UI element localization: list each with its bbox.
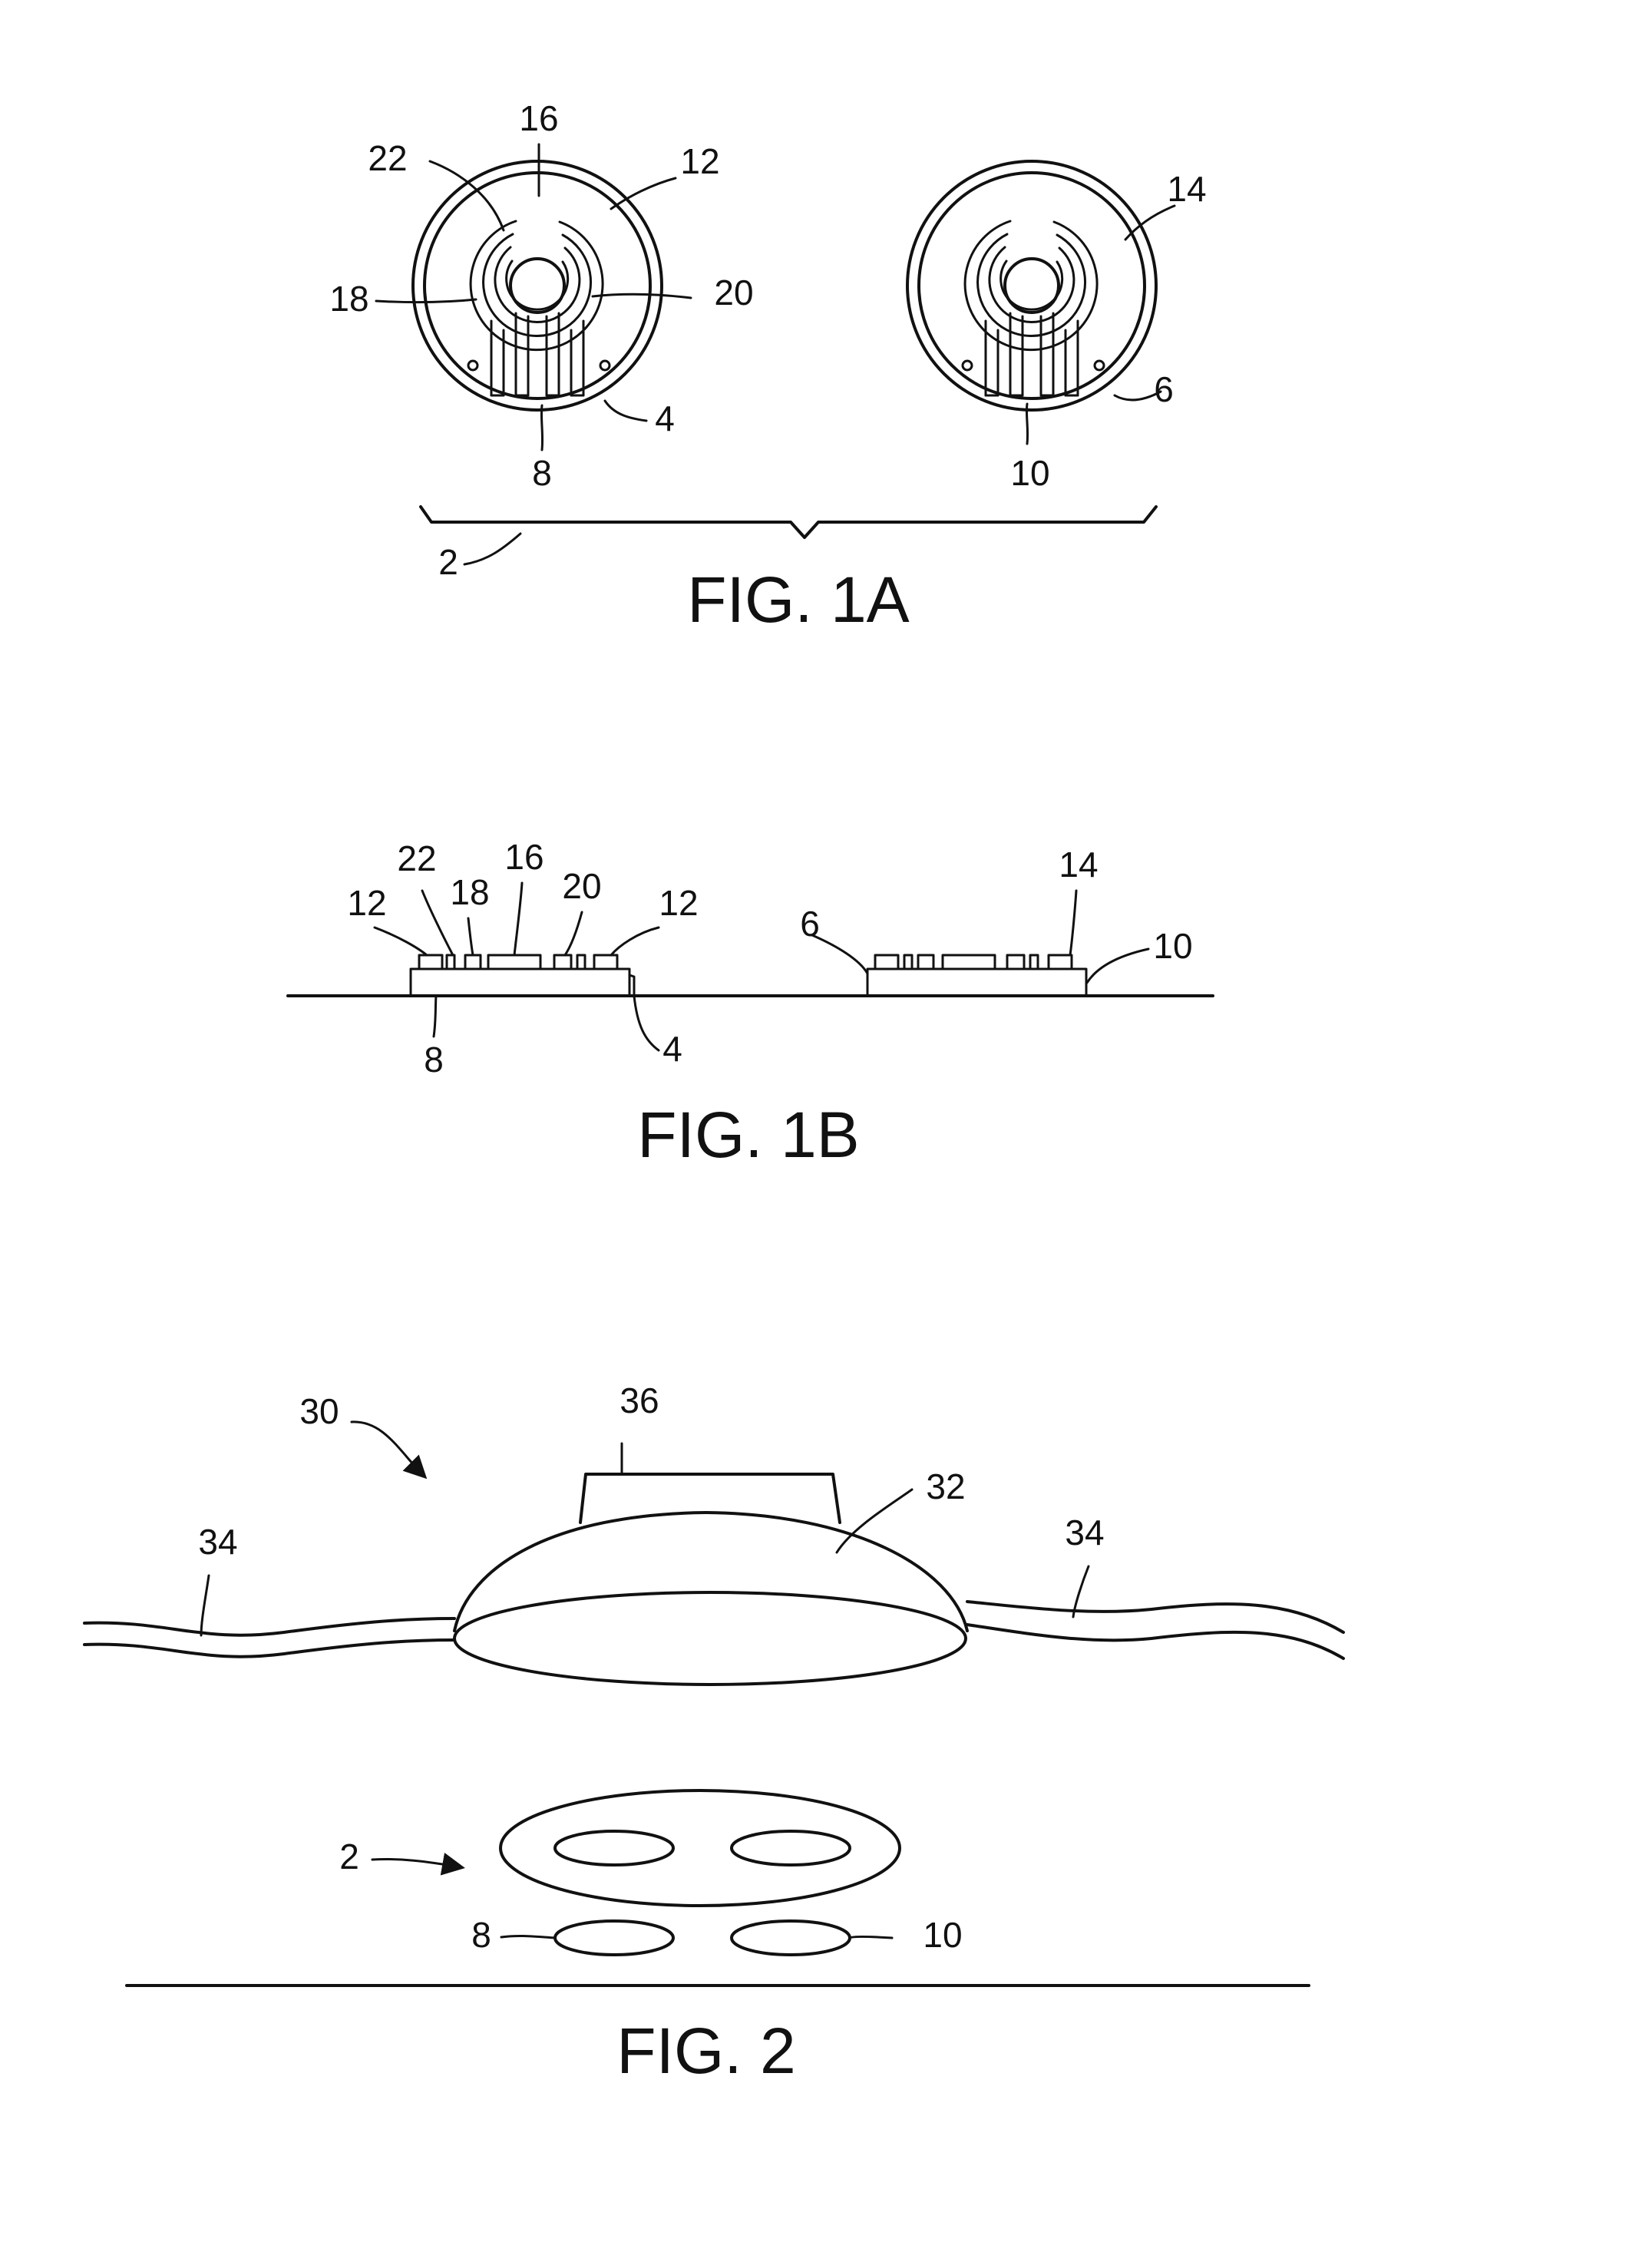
label-20: 20 — [562, 866, 601, 906]
label-6: 6 — [800, 904, 820, 944]
label-8: 8 — [532, 453, 552, 493]
label-12-left: 12 — [347, 883, 386, 923]
sensor-dome-32 — [454, 1513, 967, 1685]
label-34-right: 34 — [1065, 1513, 1104, 1552]
label-14: 14 — [1167, 169, 1206, 209]
label-4: 4 — [662, 1029, 682, 1069]
label-12-right: 12 — [659, 883, 698, 923]
fig-1a-caption: FIG. 1A — [687, 564, 909, 636]
label-6: 6 — [1154, 369, 1174, 409]
fig-1a-leaders — [376, 144, 1175, 564]
label-12: 12 — [680, 141, 719, 181]
electrode-10 — [732, 1921, 850, 1955]
cable-34-left — [84, 1619, 454, 1635]
label-2: 2 — [339, 1837, 359, 1876]
module-36 — [580, 1474, 840, 1523]
label-16: 16 — [504, 837, 544, 877]
electrode-4 — [413, 161, 662, 410]
fig-1b-caption: FIG. 1B — [637, 1099, 859, 1171]
label-22: 22 — [368, 138, 407, 178]
label-10: 10 — [923, 1915, 962, 1955]
electrode-6 — [907, 161, 1156, 410]
label-18: 18 — [329, 279, 368, 319]
label-34-left: 34 — [198, 1522, 237, 1562]
fig-2-caption: FIG. 2 — [616, 2015, 795, 2087]
label-14: 14 — [1059, 845, 1098, 884]
cable-34-right — [967, 1602, 1343, 1632]
label-16: 16 — [519, 98, 558, 138]
label-18: 18 — [450, 872, 489, 912]
label-20: 20 — [714, 273, 753, 312]
label-10: 10 — [1010, 453, 1049, 493]
label-22: 22 — [397, 838, 436, 878]
label-10: 10 — [1153, 926, 1192, 966]
label-2: 2 — [438, 542, 458, 582]
fig-2: 30 36 32 34 34 2 8 10 FIG. 2 — [84, 1380, 1343, 2087]
fig-1a: 16 22 12 18 20 4 8 14 6 10 2 FIG. 1A — [329, 98, 1206, 636]
label-32: 32 — [926, 1466, 965, 1506]
electrode-pair-2 — [501, 1790, 900, 1906]
label-36: 36 — [620, 1380, 659, 1420]
label-8: 8 — [471, 1915, 491, 1955]
label-4: 4 — [655, 398, 675, 438]
fig-1b: 22 16 12 18 20 12 8 4 14 6 10 FIG. 1B — [288, 837, 1213, 1171]
label-8: 8 — [424, 1040, 444, 1080]
fig-1b-leaders — [375, 883, 1148, 1050]
electrode-4-side-view — [411, 955, 634, 996]
electrode-6-side-view — [867, 955, 1086, 996]
brace-2 — [421, 507, 1156, 537]
electrode-8 — [555, 1921, 673, 1955]
label-30: 30 — [299, 1391, 339, 1431]
